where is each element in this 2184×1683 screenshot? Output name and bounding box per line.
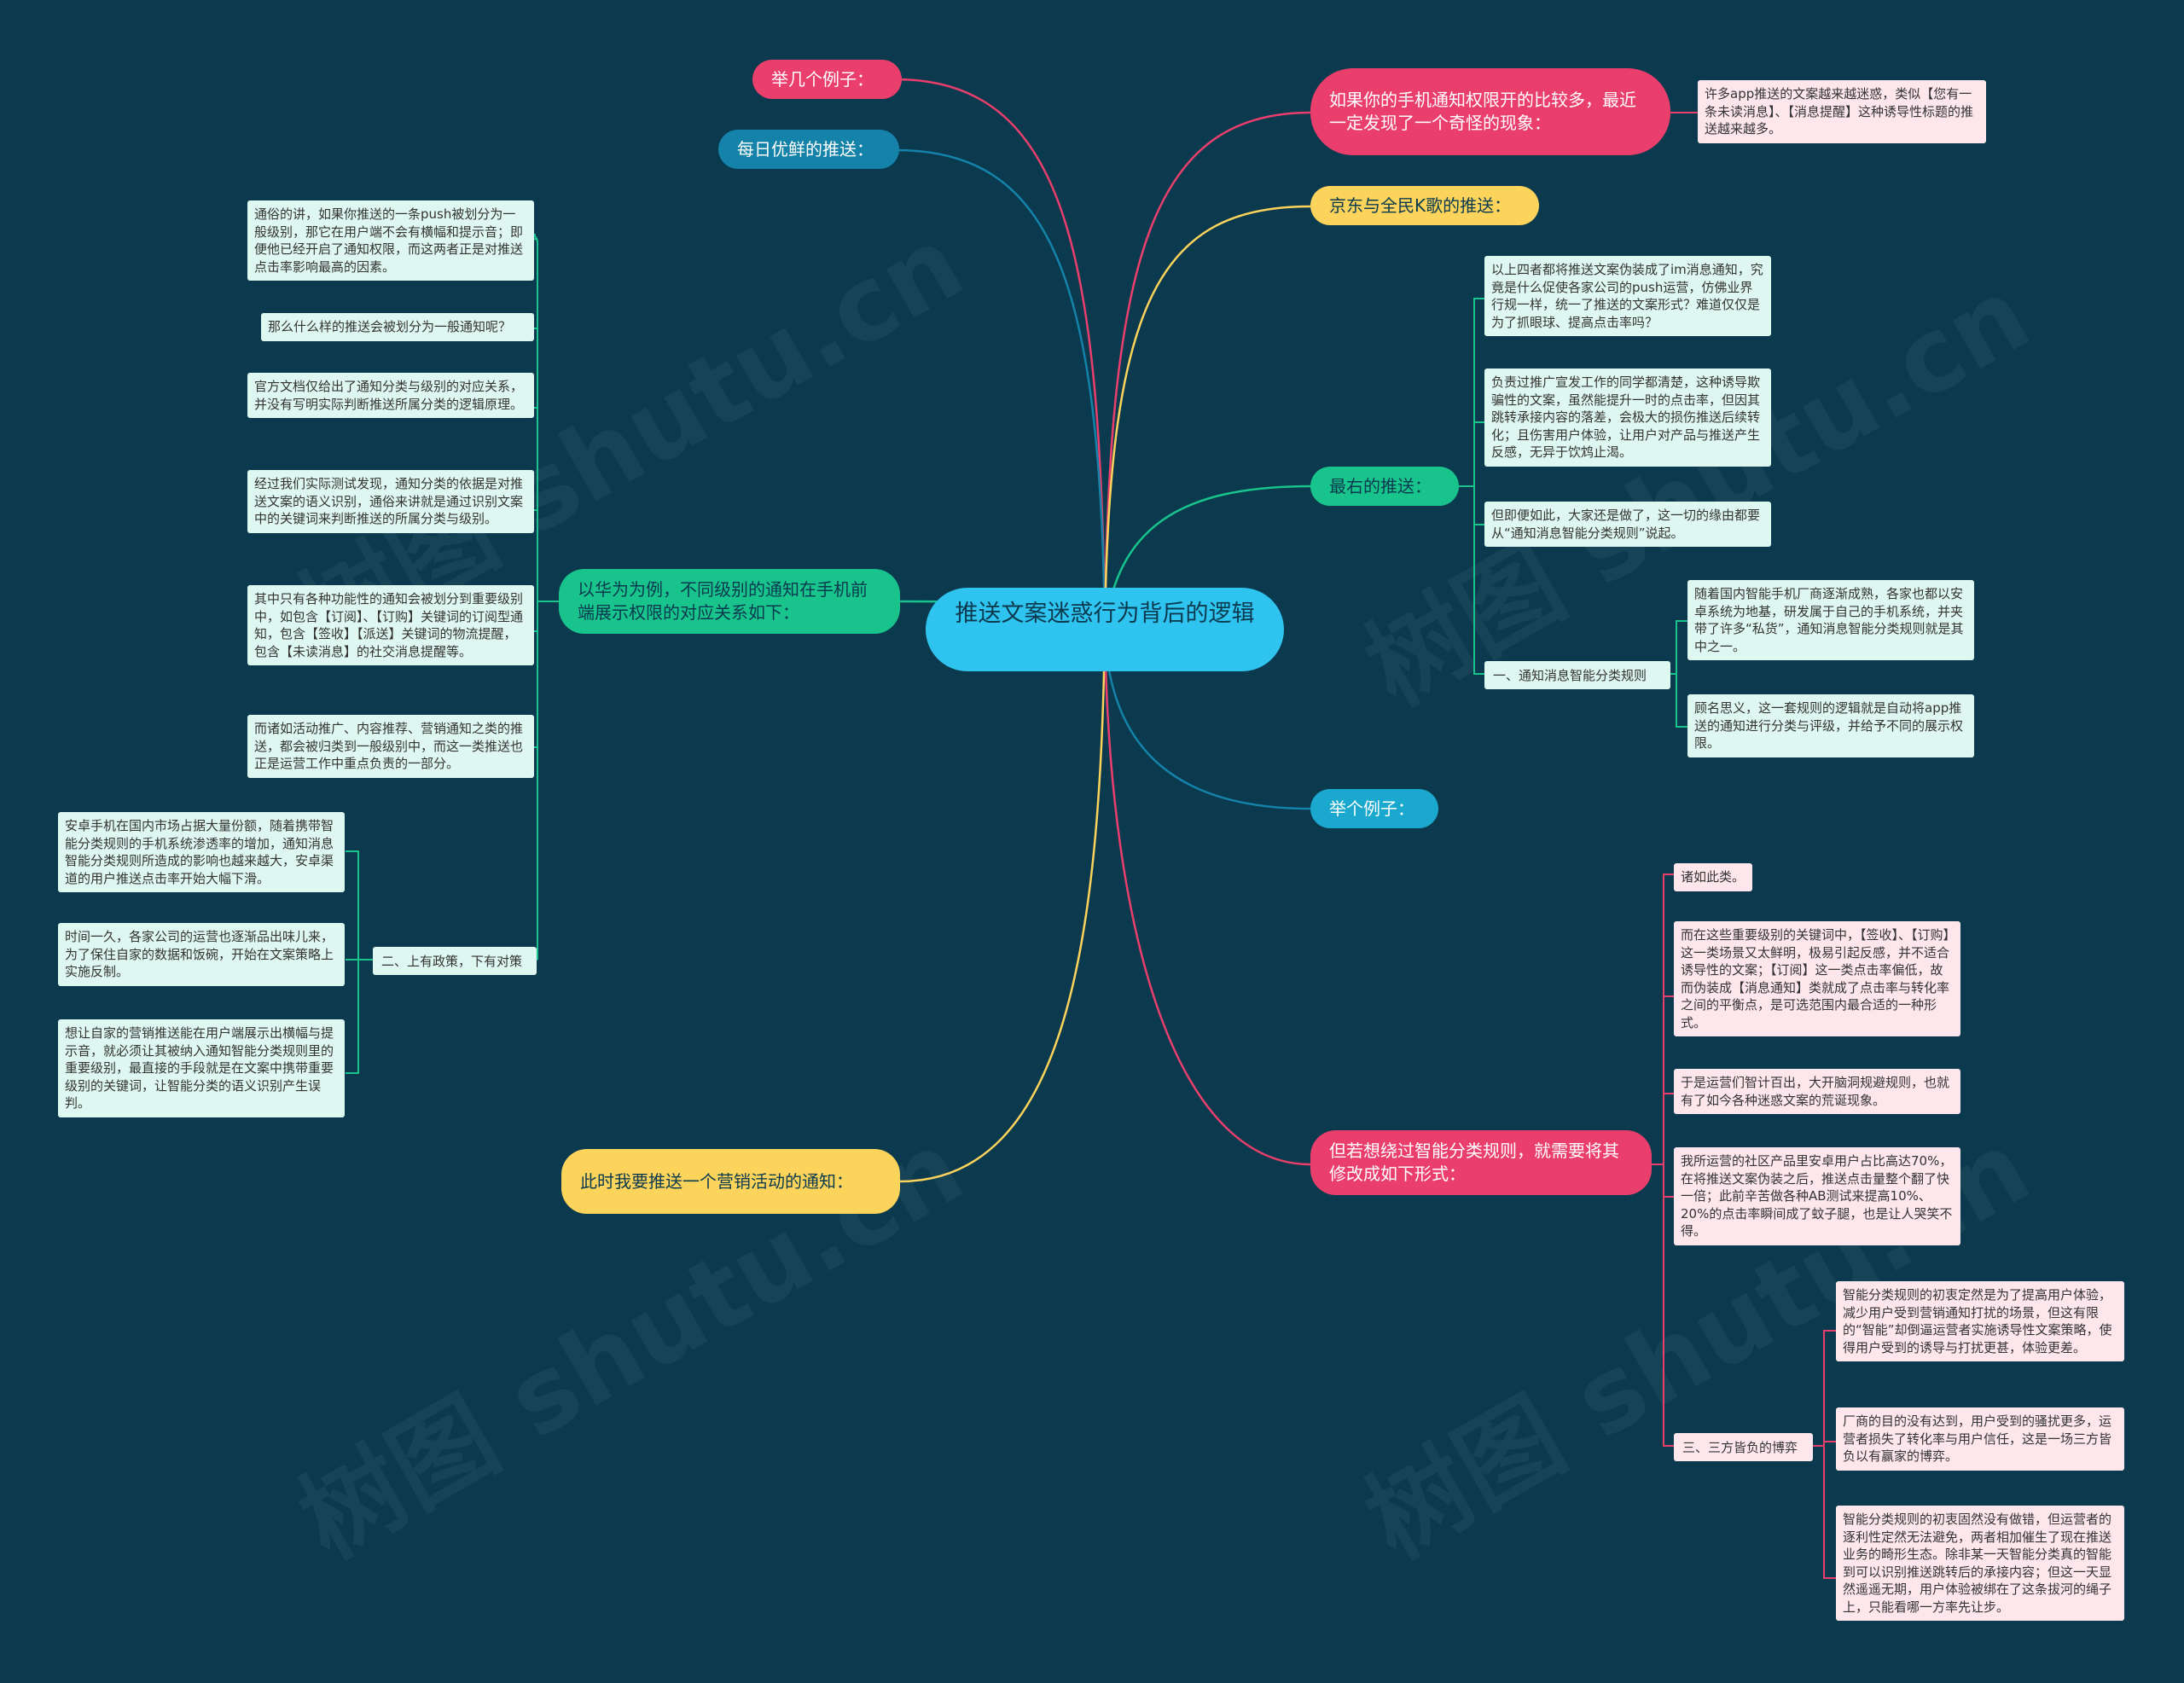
link-example: [1103, 629, 1311, 810]
rule-bracket: [1670, 620, 1687, 728]
huawei-note-3: 官方文档仅给出了通知分类与级别的对应关系，并没有写明实际判断推送所属分类的逻辑原…: [247, 373, 534, 418]
branch-zuiyou[interactable]: 最右的推送：: [1310, 467, 1459, 506]
bypass-note-3: 于是运营们智计百出，大开脑洞规避规则，也就有了如今各种迷惑文案的荒诞现象。: [1674, 1069, 1960, 1114]
branch-bypass[interactable]: 但若想绕过智能分类规则，就需要将其修改成如下形式：: [1310, 1130, 1652, 1195]
huawei-note-5: 其中只有各种功能性的通知会被划分到重要级别中，如包含【订阅】、【订购】关键词的订…: [247, 585, 534, 665]
game-note-3: 智能分类规则的初衷固然没有做错，但运营者的逐利性定然无法避免，两者相加催生了现在…: [1836, 1506, 2124, 1621]
link-examples-top: [895, 78, 1107, 630]
huawei-note-6: 而诸如活动推广、内容推荐、营销通知之类的推送，都会被归类到一般级别中，而这一类推…: [247, 715, 534, 778]
branch-jd[interactable]: 京东与全民K歌的推送：: [1310, 186, 1539, 225]
zuiyou-note-3: 但即便如此，大家还是做了，这一切的缘由都要从“通知消息智能分类规则”说起。: [1484, 502, 1771, 547]
bypass-note-4: 我所运营的社区产品里安卓用户占比高达70%，在将推送文案伪装之后，推送点击量整个…: [1674, 1147, 1960, 1245]
branch-huawei[interactable]: 以华为为例，不同级别的通知在手机前端展示权限的对应关系如下：: [559, 569, 900, 634]
link-jd: [1103, 205, 1311, 630]
zuiyou-note-1: 以上四者都将推送文案伪装成了im消息通知，究竟是什么促使各家公司的push运营，…: [1484, 256, 1771, 336]
root-title: 推送文案迷惑行为背后的逻辑: [955, 601, 1255, 627]
huawei-note-1: 通俗的讲，如果你推送的一条push被划分为一般级别，那它在用户端不会有横幅和提示…: [247, 200, 534, 281]
game-bracket: [1813, 1330, 1836, 1579]
game-label[interactable]: 三、三方皆负的博弈: [1674, 1433, 1813, 1461]
zuiyou-bracket: [1459, 298, 1484, 675]
huawei-note-4: 经过我们实际测试发现，通知分类的依据是对推送文案的语义识别，通俗来讲就是通过识别…: [247, 470, 534, 533]
zuiyou-note-2: 负责过推广宣发工作的同学都清楚，这种诱导欺骗性的文案，虽然能提升一时的点击率，但…: [1484, 369, 1771, 467]
rule-label[interactable]: 一、通知消息智能分类规则: [1484, 661, 1670, 689]
bypass-note-2: 而在这些重要级别的关键词中，【签收】、【订购】这一类场景又太鲜明，极易引起反感，…: [1674, 921, 1960, 1036]
branch-phone[interactable]: 如果你的手机通知权限开的比较多，最近一定发现了一个奇怪的现象：: [1310, 68, 1670, 155]
link-daily: [895, 148, 1107, 630]
bypass-note-1: 诸如此类。: [1674, 863, 1752, 891]
policy-note-2: 时间一久，各家公司的运营也逐渐品出味儿来，为了保住自家的数据和饭碗，开始在文案策…: [58, 923, 345, 986]
game-note-2: 厂商的目的没有达到，用户受到的骚扰更多，运营者损失了转化率与用户信任，这是一场三…: [1836, 1407, 2124, 1471]
policy-bracket: [346, 850, 373, 1074]
bypass-bracket: [1651, 873, 1674, 1447]
huawei-note-2: 那么什么样的推送会被划分为一般通知呢？: [261, 313, 534, 341]
phone-note: 许多app推送的文案越来越迷惑，类似【您有一条未读消息】、【消息提醒】这种诱导性…: [1698, 80, 1986, 143]
rule-note-2: 顾名思义，这一套规则的逻辑就是自动将app推送的通知进行分类与评级，并给予不同的…: [1687, 694, 1974, 757]
policy-note-1: 安卓手机在国内市场占据大量份额，随着携带智能分类规则的手机系统渗透率的增加，通知…: [58, 812, 345, 892]
link-phone: [1103, 111, 1311, 630]
link-marketing: [899, 629, 1107, 1183]
policy-note-3: 想让自家的营销推送能在用户端展示出横幅与提示音，就必须让其被纳入通知智能分类规则…: [58, 1019, 345, 1117]
rule-note-1: 随着国内智能手机厂商逐渐成熟，各家也都以安卓系统为地基，研发属于自己的手机系统，…: [1687, 580, 1974, 660]
link-bypass: [1103, 629, 1311, 1166]
game-note-1: 智能分类规则的初衷定然是为了提高用户体验，减少用户受到营销通知打扰的场景，但这有…: [1836, 1281, 2124, 1361]
branch-examples-top[interactable]: 举几个例子：: [752, 60, 902, 99]
branch-example[interactable]: 举个例子：: [1310, 789, 1438, 828]
root-topic[interactable]: 推送文案迷惑行为背后的逻辑: [926, 588, 1284, 671]
branch-daily[interactable]: 每日优鲜的推送：: [718, 130, 899, 169]
branch-marketing[interactable]: 此时我要推送一个营销活动的通知：: [561, 1149, 900, 1214]
policy-label[interactable]: 二、上有政策，下有对策: [373, 947, 537, 975]
